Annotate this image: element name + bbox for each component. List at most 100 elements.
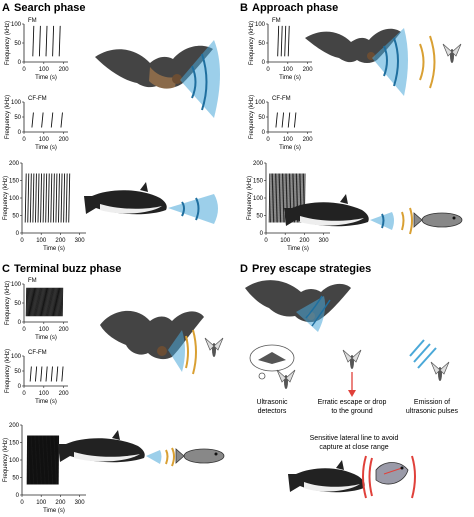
call-type-label: CF-FM (272, 96, 291, 102)
fish-icon-c (175, 448, 225, 464)
x-tick-label: 300 (319, 238, 330, 244)
x-tick-label: 100 (283, 137, 294, 143)
y-tick-label: 50 (256, 214, 263, 220)
call-pulse (60, 112, 63, 128)
call-pulse (40, 173, 43, 223)
svg-text:Approach phase: Approach phase (252, 2, 338, 14)
call-pulse (287, 112, 291, 128)
x-tick-label: 200 (303, 67, 314, 73)
y-axis-label: Frequency (kHz) (5, 281, 11, 325)
fish-icon-b (413, 212, 463, 228)
call-pulse (46, 287, 48, 317)
call-pulse (29, 287, 31, 317)
y-tick-label: 50 (14, 301, 21, 307)
call-pulse (52, 173, 55, 223)
y-tick-label: 0 (18, 320, 22, 326)
call-pulse (284, 25, 287, 57)
call-pulse (26, 287, 29, 317)
x-tick-label: 200 (59, 391, 70, 397)
x-axis-label: Time (s) (279, 145, 301, 151)
x-tick-label: 100 (39, 137, 50, 143)
x-tick-label: 200 (59, 67, 70, 73)
y-axis-label: Frequency (kHz) (5, 21, 11, 65)
call-pulse (57, 287, 59, 317)
x-axis-label: Time (s) (35, 145, 57, 151)
y-tick-label: 150 (9, 179, 20, 185)
x-tick-label: 100 (39, 391, 50, 397)
call-pulse (31, 112, 34, 128)
call-pulse (34, 287, 37, 317)
y-tick-label: 200 (9, 423, 20, 429)
call-pulse (50, 366, 53, 382)
y-tick-label: 200 (9, 161, 20, 167)
call-pulse (270, 173, 272, 223)
call-pulse (58, 25, 61, 57)
x-axis-label: Time (s) (43, 246, 65, 252)
x-axis-label: Time (s) (35, 399, 57, 405)
call-pulse (35, 287, 38, 317)
call-pulse (47, 287, 50, 317)
call-pulse (278, 173, 281, 223)
call-pulse (63, 173, 66, 223)
call-pulse (38, 25, 41, 57)
x-tick-label: 100 (36, 238, 47, 244)
call-pulse (52, 25, 55, 57)
y-axis-label: Frequency (kHz) (249, 95, 255, 139)
call-pulse (42, 287, 44, 317)
y-tick-label: 100 (9, 458, 20, 464)
x-tick-label: 0 (266, 137, 270, 143)
call-pulse (30, 287, 32, 317)
x-tick-label: 200 (59, 137, 70, 143)
call-pulse (55, 173, 58, 223)
sonar-beam-c (168, 329, 197, 375)
call-pulse (275, 173, 278, 223)
moth-icon-d3 (430, 361, 450, 381)
x-tick-label: 300 (75, 500, 86, 506)
drop-arrow-icon (348, 372, 356, 397)
y-tick-label: 150 (253, 179, 264, 185)
x-axis-label: Time (s) (35, 335, 57, 341)
y-axis-label: Frequency (kHz) (3, 176, 9, 220)
svg-text:A: A (2, 2, 10, 14)
call-pulse (280, 25, 283, 57)
call-pulse (44, 287, 46, 317)
call-pulse (61, 287, 64, 317)
call-pulse (60, 287, 63, 317)
y-tick-label: 0 (18, 130, 22, 136)
call-pulse (281, 112, 285, 128)
y-tick-label: 0 (262, 60, 266, 66)
svg-text:Prey escape strategies: Prey escape strategies (252, 263, 371, 275)
y-tick-label: 100 (255, 100, 266, 106)
y-tick-label: 100 (11, 354, 22, 360)
x-tick-label: 0 (20, 238, 24, 244)
call-pulse (49, 287, 52, 317)
call-pulse (55, 287, 57, 317)
x-tick-label: 100 (280, 238, 291, 244)
call-pulse (39, 287, 42, 317)
call-type-label: FM (272, 18, 281, 24)
y-tick-label: 200 (253, 161, 264, 167)
call-pulse (68, 173, 71, 223)
y-tick-label: 0 (260, 231, 264, 237)
call-pulse (41, 287, 43, 317)
sonar-beam-b (372, 28, 436, 96)
call-pulse (37, 173, 40, 223)
call-pulse (51, 287, 54, 317)
call-pulse (50, 173, 53, 223)
dolphin-illustration-a (84, 182, 167, 215)
call-pulse (58, 287, 60, 317)
call-pulse (45, 366, 48, 382)
y-tick-label: 100 (11, 100, 22, 106)
call-pulse (56, 366, 59, 382)
x-tick-label: 300 (75, 238, 86, 244)
call-pulse (24, 173, 27, 223)
call-pulse (40, 287, 42, 317)
call-pulse (52, 287, 54, 317)
y-tick-label: 50 (14, 41, 21, 47)
